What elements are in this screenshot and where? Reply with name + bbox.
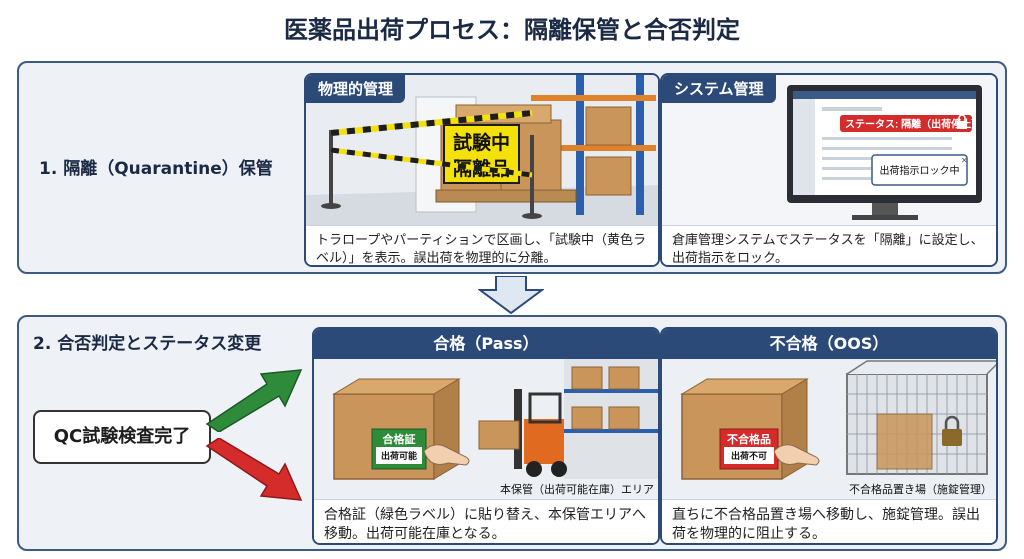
pass-arrow-icon <box>205 369 303 432</box>
hand-icon <box>423 444 470 466</box>
page-title: 医薬品出荷プロセス：隔離保管と合否判定 <box>284 16 740 44</box>
rack-icon <box>564 359 658 479</box>
pass-panel: 合格（Pass） <box>312 327 660 545</box>
fail-drawing: 不合格品 出荷不可 不合格品置き場（施錠管理） <box>662 359 996 499</box>
quarantine-section-label: 1. 隔離（Quarantine）保管 <box>39 159 273 179</box>
physical-management-panel: 試験中 隔離品 物理的管理 トラロープやパーティションで区画し、「試験中（黄色ラ… <box>304 73 660 267</box>
padlock-icon <box>942 415 962 446</box>
fail-illustration: 不合格品 出荷不可 不合格品置き場（施錠管理） <box>662 359 996 499</box>
quarantine-section: 1. 隔離（Quarantine）保管 <box>17 61 1007 274</box>
system-management-panel: ステータス: 隔離（出荷停止） 出荷指示ロック中 ✕ システム管理 倉庫管理シス… <box>660 73 998 267</box>
physical-management-caption: トラロープやパーティションで区画し、「試験中（黄色ラベル）」を表示。誤出荷を物理… <box>306 225 658 265</box>
pass-caption: 合格証（緑色ラベル）に貼り替え、本保管エリアへ移動。出荷可能在庫となる。 <box>314 499 658 543</box>
rack-icon <box>531 75 656 215</box>
warehouse-illustration: 試験中 隔離品 <box>306 75 658 225</box>
quarantine-area-drawing: 試験中 隔離品 <box>306 75 658 225</box>
fail-label-line2: 出荷不可 <box>731 450 767 461</box>
pass-label-line1: 合格証 <box>383 432 416 446</box>
monitor-icon <box>787 85 982 220</box>
pass-area-label: 本保管（出荷可能在庫）エリア <box>500 482 654 496</box>
system-management-caption: 倉庫管理システムでステータスを「隔離」に設定し、出荷指示をロック。 <box>662 225 996 265</box>
status-banner-text: ステータス: 隔離（出荷停止） <box>845 118 981 131</box>
pass-header: 合格（Pass） <box>314 329 658 359</box>
hand-icon <box>773 444 820 466</box>
lock-icon <box>957 114 967 129</box>
forklift-icon <box>478 389 567 477</box>
judgement-section-label: 2. 合否判定とステータス変更 <box>33 334 262 354</box>
physical-management-tab: 物理的管理 <box>306 75 406 103</box>
pass-label-line2: 出荷可能 <box>381 450 417 461</box>
fail-caption: 直ちに不合格品置き場へ移動し、施錠管理。誤出荷を物理的に阻止する。 <box>662 499 996 543</box>
popup-lock-text: 出荷指示ロック中 <box>880 164 960 177</box>
pass-illustration: 合格証 出荷可能 本保管（出荷可能在庫）エリア <box>314 359 658 499</box>
barrier-tape-icon <box>321 110 542 219</box>
wms-screen-drawing: ステータス: 隔離（出荷停止） 出荷指示ロック中 ✕ <box>662 75 996 225</box>
down-arrow-icon <box>478 276 544 314</box>
cage-icon <box>846 360 996 475</box>
fail-arrow-icon <box>205 438 303 501</box>
monitor-illustration: ステータス: 隔離（出荷停止） 出荷指示ロック中 ✕ <box>662 75 996 225</box>
close-icon: ✕ <box>961 156 968 165</box>
fail-header: 不合格（OOS） <box>662 329 996 359</box>
fail-area-label: 不合格品置き場（施錠管理） <box>849 482 992 496</box>
pass-drawing: 合格証 出荷可能 本保管（出荷可能在庫）エリア <box>314 359 658 499</box>
fail-label-line1: 不合格品 <box>727 432 771 446</box>
fail-panel: 不合格（OOS） <box>660 327 998 545</box>
system-management-tab: システム管理 <box>662 75 776 103</box>
qc-complete-box: QC試験検査完了 <box>33 410 211 464</box>
quarantine-sign-line1: 試験中 <box>453 131 510 154</box>
